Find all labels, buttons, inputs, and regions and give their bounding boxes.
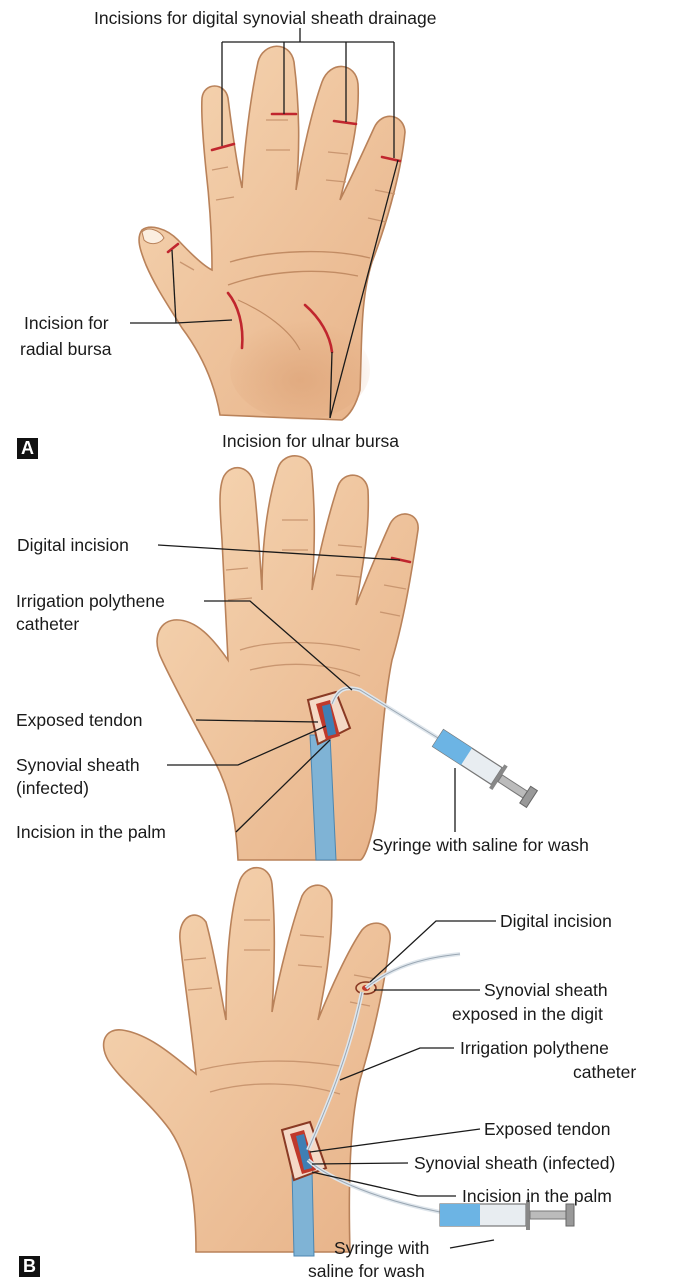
- panel-letter-a: A: [17, 438, 38, 459]
- label-sheath-digit-line1: Synovial sheath: [484, 980, 608, 1001]
- hand-a-palm-shade: [230, 320, 370, 420]
- label-digital-sheath-incisions: Incisions for digital synovial sheath dr…: [94, 8, 436, 29]
- label-radial-bursa-line1: Incision for: [24, 313, 109, 334]
- label-syringe-b-line2: saline for wash: [308, 1261, 425, 1282]
- label-synovial-sheath-infected-b: Synovial sheath (infected): [414, 1153, 615, 1174]
- label-catheter-b-line2: catheter: [573, 1062, 636, 1083]
- label-palm-incision-b: Incision in the palm: [462, 1186, 612, 1207]
- label-synovial-sheath-top-line1: Synovial sheath: [16, 755, 140, 776]
- label-radial-bursa-line2: radial bursa: [20, 339, 111, 360]
- syringe-b-top: [430, 726, 539, 810]
- hand-b-outline: [104, 868, 391, 1252]
- label-palm-incision-top: Incision in the palm: [16, 822, 166, 843]
- tendon-strip-b: [292, 1170, 314, 1256]
- hand-a: [130, 28, 405, 420]
- label-synovial-sheath-top-line2: (infected): [16, 778, 89, 799]
- hand-b-top-outline: [157, 456, 418, 860]
- label-sheath-digit-line2: exposed in the digit: [452, 1004, 603, 1025]
- label-exposed-tendon-b: Exposed tendon: [484, 1119, 611, 1140]
- label-ulnar-bursa: Incision for ulnar bursa: [222, 431, 399, 452]
- label-syringe-top: Syringe with saline for wash: [372, 835, 589, 856]
- label-syringe-b-line1: Syringe with: [334, 1238, 429, 1259]
- label-catheter-top-line1: Irrigation polythene: [16, 591, 165, 612]
- label-catheter-b-line1: Irrigation polythene: [460, 1038, 609, 1059]
- label-exposed-tendon-top: Exposed tendon: [16, 710, 143, 731]
- label-catheter-top-line2: catheter: [16, 614, 79, 635]
- panel-letter-b: B: [19, 1256, 40, 1277]
- label-digital-incision-top: Digital incision: [17, 535, 129, 556]
- label-digital-incision-b: Digital incision: [500, 911, 612, 932]
- hand-b-top: [157, 456, 539, 860]
